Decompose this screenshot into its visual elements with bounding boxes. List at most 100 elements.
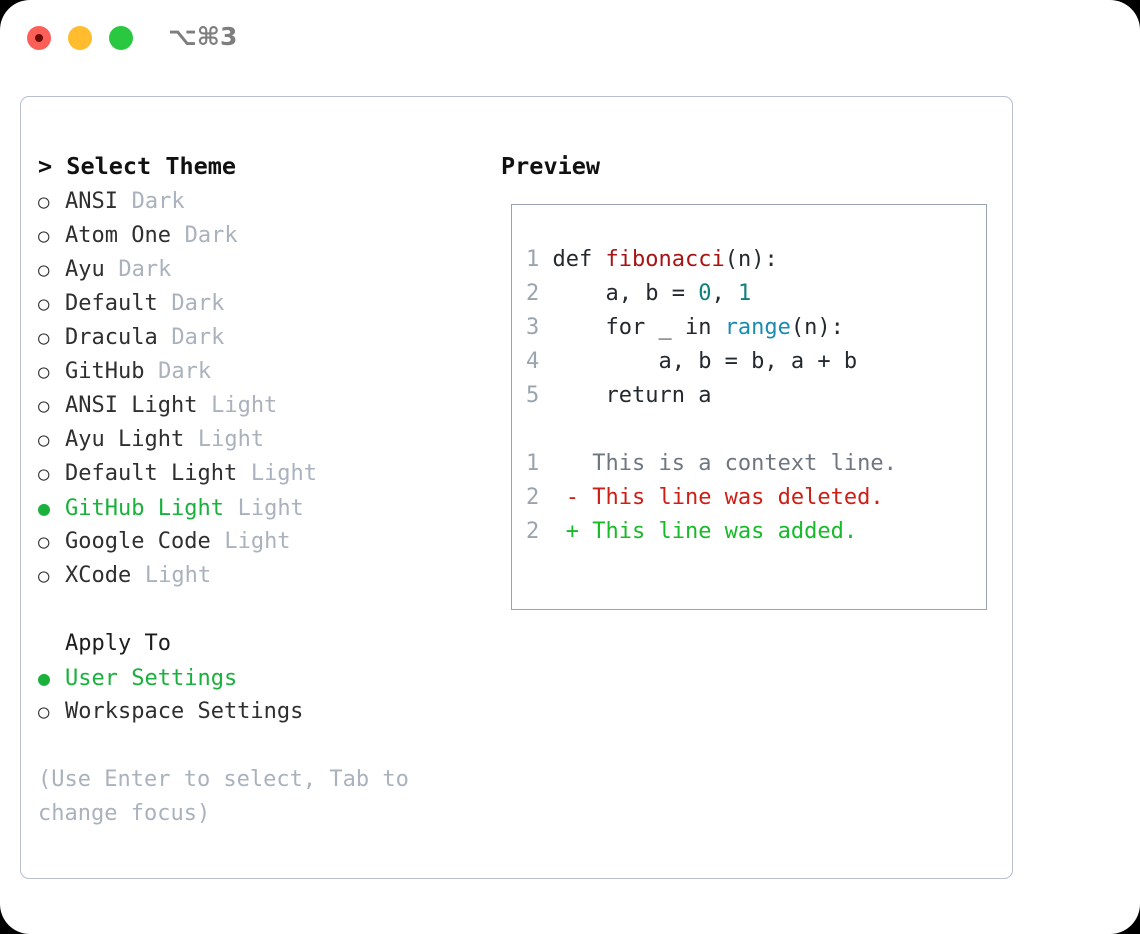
radio-unselected-icon: ○	[38, 327, 50, 349]
code-token: ,	[711, 281, 738, 306]
diff-sign	[539, 451, 592, 476]
theme-option-google-code[interactable]: ○ Google Code Light	[38, 525, 478, 559]
theme-name: Dracula	[65, 325, 158, 350]
radio-unselected-icon: ○	[38, 225, 50, 247]
apply-to-heading: Apply To	[65, 631, 171, 656]
title-bar: ⌥⌘3	[0, 0, 1140, 78]
minimize-button-icon[interactable]	[68, 26, 92, 50]
radio-unselected-icon: ○	[38, 565, 50, 587]
theme-option-dracula[interactable]: ○ Dracula Dark	[38, 321, 478, 355]
keyboard-hint-text: (Use Enter to select, Tab to change focu…	[38, 767, 423, 826]
diff-sign: +	[539, 519, 593, 544]
theme-option-ansi-light[interactable]: ○ ANSI Light Light	[38, 389, 478, 423]
code-gutter-space	[539, 247, 552, 272]
theme-variant-tag: Dark	[158, 359, 212, 384]
diff-line: 1 This is a context line.	[526, 447, 897, 481]
theme-variant-tag: Light	[237, 496, 304, 521]
code-token: a, b =	[552, 281, 699, 306]
code-token: fibonacci	[605, 247, 725, 272]
radio-unselected-icon: ○	[38, 531, 50, 553]
code-line: 2 a, b = 0, 1	[526, 277, 857, 311]
code-token: 1	[737, 281, 752, 306]
diff-text: This line was added.	[592, 519, 858, 544]
theme-name: Atom One	[65, 223, 171, 248]
theme-variant-tag: Light	[224, 529, 291, 554]
theme-name: Google Code	[65, 529, 211, 554]
theme-option-ansi[interactable]: ○ ANSI Dark	[38, 185, 478, 219]
maximize-button-icon[interactable]	[109, 26, 133, 50]
theme-variant-tag: Light	[211, 393, 278, 418]
apply-to-option-user-settings[interactable]: ● User Settings	[38, 661, 478, 695]
theme-variant-tag: Light	[197, 427, 265, 452]
diff-line-number: 2	[526, 485, 540, 510]
diff-sign: -	[539, 485, 593, 510]
theme-variant-tag: Dark	[171, 291, 225, 316]
select-theme-heading: > Select Theme	[38, 152, 237, 180]
close-button-icon[interactable]	[27, 26, 51, 50]
theme-name: GitHub	[65, 359, 145, 384]
theme-name: ANSI	[65, 189, 118, 214]
code-gutter-space	[539, 281, 552, 306]
diff-line: 2 + This line was added.	[526, 515, 897, 549]
diff-line-number: 1	[526, 451, 540, 476]
code-line-number: 4	[526, 349, 540, 374]
radio-selected-icon: ●	[38, 666, 51, 690]
radio-unselected-icon: ○	[38, 463, 50, 485]
theme-option-xcode[interactable]: ○ XCode Light	[38, 559, 478, 593]
theme-option-ayu[interactable]: ○ Ayu Dark	[38, 253, 478, 287]
theme-name: Ayu	[65, 257, 105, 282]
code-line: 3 for _ in range(n):	[526, 311, 857, 345]
apply-to-option-workspace-settings[interactable]: ○Workspace Settings	[38, 695, 478, 729]
code-token: range	[724, 315, 791, 340]
theme-option-atom-one[interactable]: ○ Atom One Dark	[38, 219, 478, 253]
code-token: for _ in	[552, 315, 725, 340]
window-controls	[27, 26, 133, 50]
radio-selected-icon: ●	[38, 496, 51, 520]
apply-to-label: User Settings	[65, 666, 238, 691]
preview-heading: Preview	[501, 152, 601, 180]
diff-sample: 1 This is a context line. 2 - This line w…	[526, 447, 897, 549]
theme-variant-tag: Dark	[131, 189, 185, 214]
code-token: (n):	[724, 247, 778, 272]
theme-variant-tag: Dark	[171, 325, 225, 350]
apply-to-label: Workspace Settings	[65, 699, 304, 724]
radio-unselected-icon: ○	[38, 429, 50, 451]
code-gutter-space	[539, 315, 552, 340]
code-token: 0	[698, 281, 712, 306]
diff-line-number: 2	[526, 519, 540, 544]
code-line-number: 2	[526, 281, 540, 306]
code-gutter-space	[539, 349, 552, 374]
apply-to-section: Apply To ● User Settings ○Workspace Settin…	[38, 627, 478, 729]
diff-text: This is a context line.	[592, 451, 897, 476]
code-line: 1 def fibonacci(n):	[526, 243, 857, 277]
theme-name: ANSI Light	[65, 393, 198, 418]
theme-option-github-light[interactable]: ● GitHub Light Light	[38, 491, 478, 525]
preview-column: Preview 1 def fibonacci(n):2 a, b = 0, 1…	[501, 149, 1001, 610]
radio-unselected-icon: ○	[38, 395, 50, 417]
code-token: a, b = b, a + b	[552, 349, 858, 374]
code-line: 5 return a	[526, 379, 857, 413]
theme-name: XCode	[65, 563, 132, 588]
theme-variant-tag: Dark	[118, 257, 172, 282]
radio-unselected-icon: ○	[38, 259, 50, 281]
theme-name: GitHub Light	[65, 496, 224, 521]
code-token: def	[552, 247, 606, 272]
diff-text: This line was deleted.	[592, 485, 884, 510]
radio-unselected-icon: ○	[38, 293, 50, 315]
theme-variant-tag: Light	[144, 563, 212, 588]
radio-unselected-icon: ○	[38, 191, 50, 213]
code-line: 4 a, b = b, a + b	[526, 345, 857, 379]
apply-to-options: ● User Settings ○Workspace Settings	[38, 661, 478, 729]
theme-option-ayu-light[interactable]: ○ Ayu Light Light	[38, 423, 478, 457]
theme-variant-tag: Dark	[184, 223, 238, 248]
code-token: return a	[552, 383, 712, 408]
theme-name: Ayu Light	[65, 427, 185, 452]
